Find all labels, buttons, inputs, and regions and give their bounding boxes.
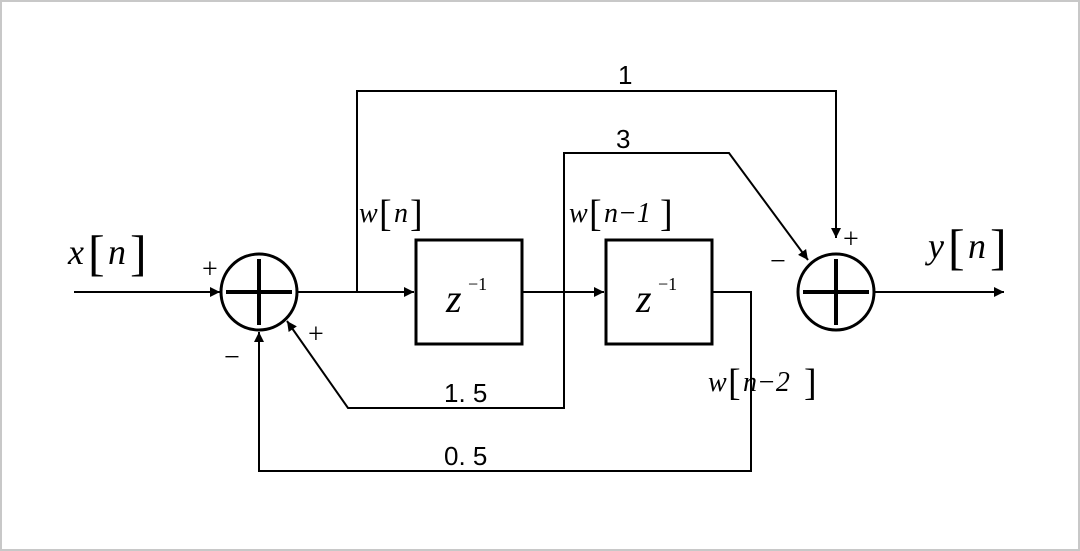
output-signal-label: y [ n ]	[925, 219, 1007, 275]
delay-label-1: z −1	[445, 274, 487, 321]
w-n-2-index: n−2	[743, 367, 790, 398]
input-signal-label: x [ n ]	[67, 225, 147, 281]
bracket-left: [	[88, 225, 105, 281]
sign-sum1-feedback-0-5: −	[224, 342, 240, 373]
bracket-left: [	[948, 219, 965, 275]
delay-2-base: z	[635, 276, 652, 321]
bracket-left: [	[379, 193, 392, 235]
delay-label-2: z −1	[635, 274, 677, 321]
bracket-right: ]	[990, 219, 1007, 275]
summing-junction-2	[796, 252, 876, 332]
feedforward-path-1	[356, 90, 841, 292]
delay-2-exp: −1	[658, 274, 677, 294]
sign-sum2-left: −	[770, 246, 786, 277]
bracket-right: ]	[804, 362, 817, 404]
sign-sum1-input: +	[202, 254, 218, 285]
w-n-1-name: w	[569, 198, 588, 229]
sign-sum1-feedback-1-5: +	[308, 319, 324, 350]
coefficient-3: 3	[616, 124, 630, 154]
feedforward-path-3	[563, 152, 809, 292]
output-signal-name: y	[925, 226, 944, 266]
input-signal-name: x	[67, 232, 84, 272]
w-n-2-name: w	[708, 367, 727, 398]
bracket-left: [	[728, 362, 741, 404]
w-n-index: n	[394, 198, 408, 229]
delay-1-base: z	[445, 276, 462, 321]
coefficient-0-5: 0. 5	[444, 441, 487, 471]
sign-sum2-top: +	[843, 224, 859, 255]
bracket-right: ]	[660, 193, 673, 235]
coefficient-1-5: 1. 5	[444, 378, 487, 408]
summing-junction-1	[219, 252, 299, 332]
coefficient-1: 1	[618, 60, 632, 90]
feedback-path-0-5	[254, 291, 752, 472]
bracket-right: ]	[410, 193, 423, 235]
w-n-1-label: w [ n−1 ]	[569, 193, 673, 235]
feedback-path-1-5	[286, 292, 565, 409]
delay-1-exp: −1	[468, 274, 487, 294]
bracket-right: ]	[130, 225, 147, 281]
w-n-2-label: w [ n−2 ]	[708, 362, 817, 404]
bracket-left: [	[589, 193, 602, 235]
input-signal-index: n	[108, 232, 126, 272]
output-signal-index: n	[968, 226, 986, 266]
w-n-name: w	[359, 198, 378, 229]
delay-block-1	[414, 238, 524, 346]
w-n-label: w [ n ]	[359, 193, 423, 235]
w-n-1-index: n−1	[604, 198, 651, 229]
delay-block-2	[604, 238, 714, 346]
